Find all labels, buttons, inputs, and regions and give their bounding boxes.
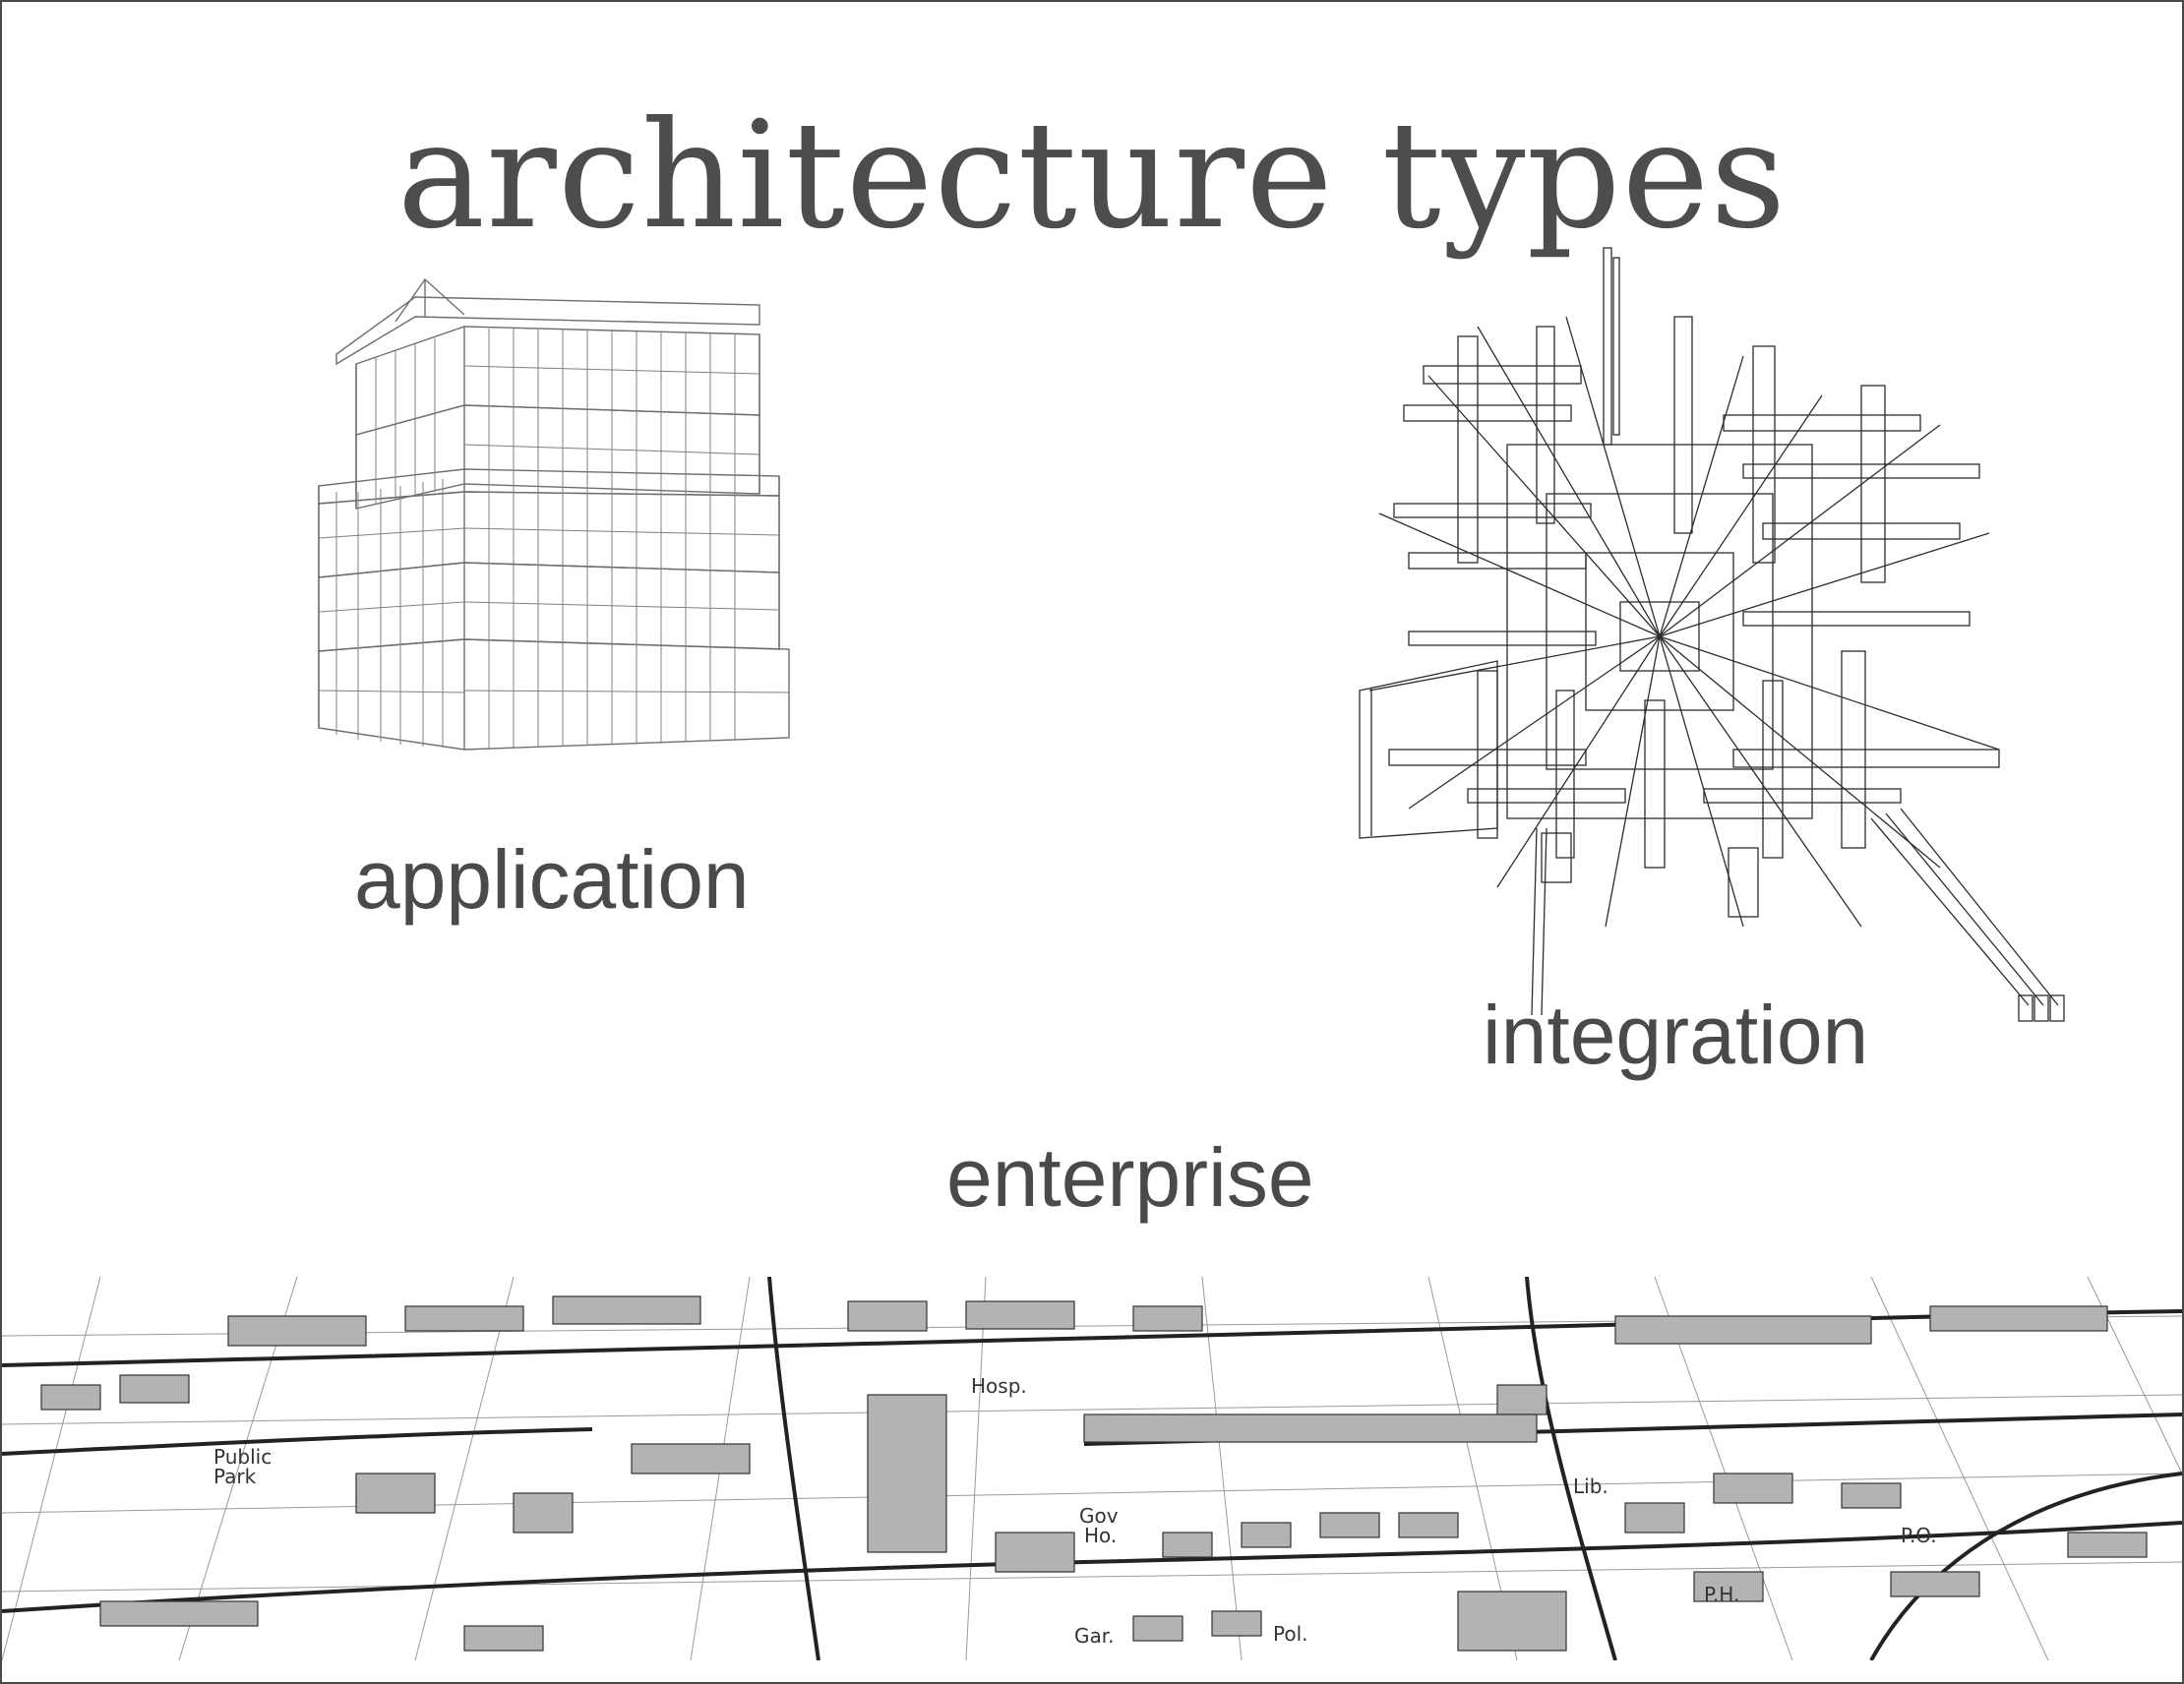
slide-title: architecture types — [396, 90, 1788, 262]
svg-text:Lib.: Lib. — [1573, 1474, 1608, 1498]
city-map-illustration: Public Park Hosp. Gov Ho. Lib. Gar. Pol.… — [2, 1277, 2182, 1660]
enterprise-label: enterprise — [946, 1131, 1314, 1224]
svg-text:Gar.: Gar. — [1074, 1624, 1115, 1648]
svg-text:Hosp.: Hosp. — [971, 1374, 1027, 1398]
svg-text:Public: Public — [213, 1445, 272, 1469]
application-label: application — [354, 833, 750, 926]
svg-text:Gov: Gov — [1079, 1504, 1119, 1528]
integration-wireframe-illustration — [1359, 247, 2065, 1022]
svg-text:P.H.: P.H. — [1704, 1583, 1739, 1606]
svg-text:Ho.: Ho. — [1084, 1524, 1117, 1547]
integration-label: integration — [1483, 989, 1869, 1081]
svg-text:P.O.: P.O. — [1901, 1524, 1937, 1547]
svg-text:Park: Park — [213, 1465, 257, 1488]
svg-text:Pol.: Pol. — [1273, 1622, 1308, 1646]
building-wireframe-illustration — [318, 277, 790, 751]
